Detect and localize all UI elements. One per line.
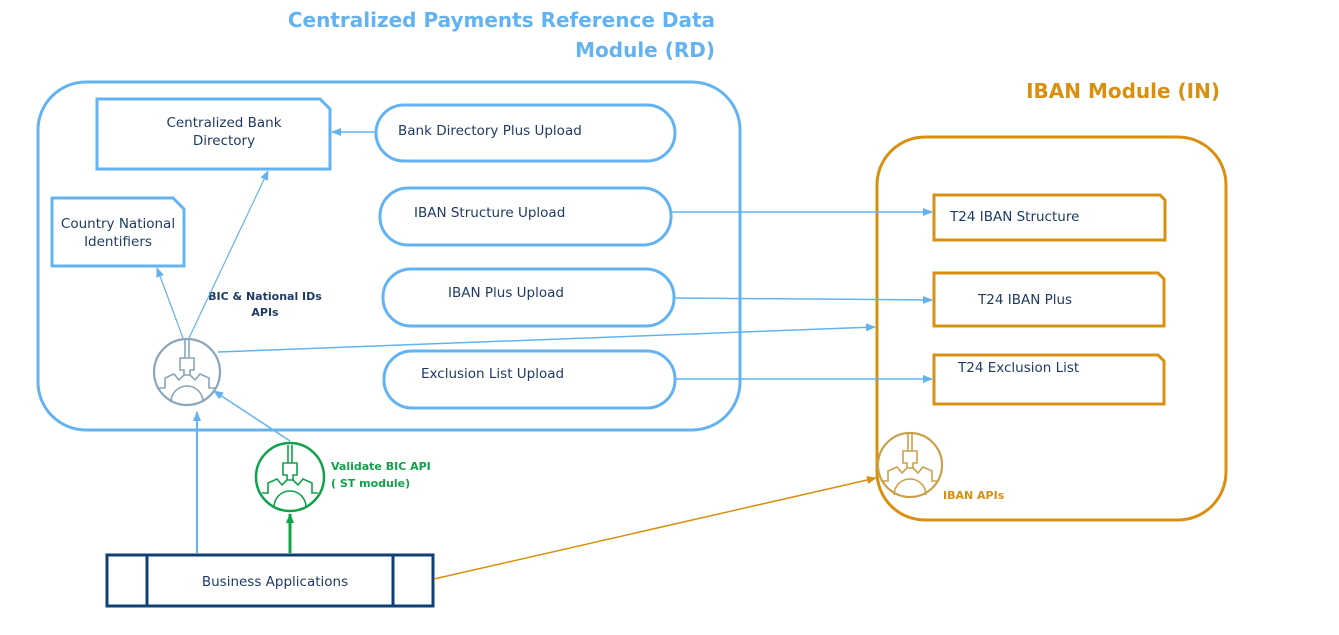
rd-api-label-2: APIs: [251, 306, 279, 319]
arrow-validate-to-rd-api: [213, 390, 291, 442]
country-ids-box[interactable]: Country National Identifiers: [50, 196, 186, 268]
arrow-api-to-bank-directory: [188, 170, 269, 339]
upload-bank-directory-plus[interactable]: Bank Directory Plus Upload: [374, 103, 677, 163]
bank-directory-box[interactable]: Centralized Bank Directory: [95, 97, 332, 171]
upload-label: IBAN Structure Upload: [414, 205, 565, 221]
t24-iban-plus-table[interactable]: T24 IBAN Plus: [932, 271, 1166, 328]
connectors: [156, 128, 933, 580]
validate-bic-label-1: Validate BIC API: [331, 460, 431, 473]
rd-module-title-line2: Module (RD): [575, 38, 715, 62]
table-label: T24 IBAN Structure: [949, 209, 1079, 225]
country-ids-label-1: Country National: [61, 216, 175, 232]
upload-iban-structure[interactable]: IBAN Structure Upload: [378, 186, 673, 247]
arrow-rd-api-to-in-module: [217, 323, 876, 353]
arrow-business-to-iban-apis: [433, 476, 877, 580]
business-applications-label: Business Applications: [202, 574, 348, 590]
upload-label: Exclusion List Upload: [421, 366, 564, 382]
arrow-api-to-country-ids: [156, 267, 184, 339]
in-module-title: IBAN Module (IN): [1026, 79, 1220, 103]
bank-directory-label-2: Directory: [193, 133, 255, 149]
rd-api-label-1: BIC & National IDs: [208, 290, 322, 303]
upload-iban-plus[interactable]: IBAN Plus Upload: [381, 267, 676, 328]
t24-iban-structure-table[interactable]: T24 IBAN Structure: [932, 193, 1167, 242]
rd-module-container: [36, 80, 742, 432]
iban-api-icon[interactable]: [876, 431, 944, 499]
rd-module-title-line1: Centralized Payments Reference Data: [288, 8, 715, 32]
country-ids-label-2: Identifiers: [84, 234, 152, 250]
upload-label: IBAN Plus Upload: [448, 285, 564, 301]
upload-exclusion-list[interactable]: Exclusion List Upload: [382, 349, 677, 410]
business-applications-box[interactable]: Business Applications: [105, 553, 435, 608]
validate-bic-label-2: ( ST module): [331, 477, 410, 490]
rd-api-icon[interactable]: [152, 337, 222, 407]
bank-directory-label-1: Centralized Bank: [166, 115, 281, 131]
table-label: T24 IBAN Plus: [977, 292, 1072, 308]
t24-exclusion-list-table[interactable]: T24 Exclusion List: [932, 353, 1166, 406]
arrow-plus-to-t24: [673, 295, 933, 304]
table-label: T24 Exclusion List: [957, 360, 1079, 376]
in-module-container: [875, 135, 1228, 522]
upload-label: Bank Directory Plus Upload: [398, 123, 582, 139]
validate-bic-api-icon[interactable]: [254, 441, 326, 513]
iban-apis-label: IBAN APIs: [943, 489, 1005, 502]
